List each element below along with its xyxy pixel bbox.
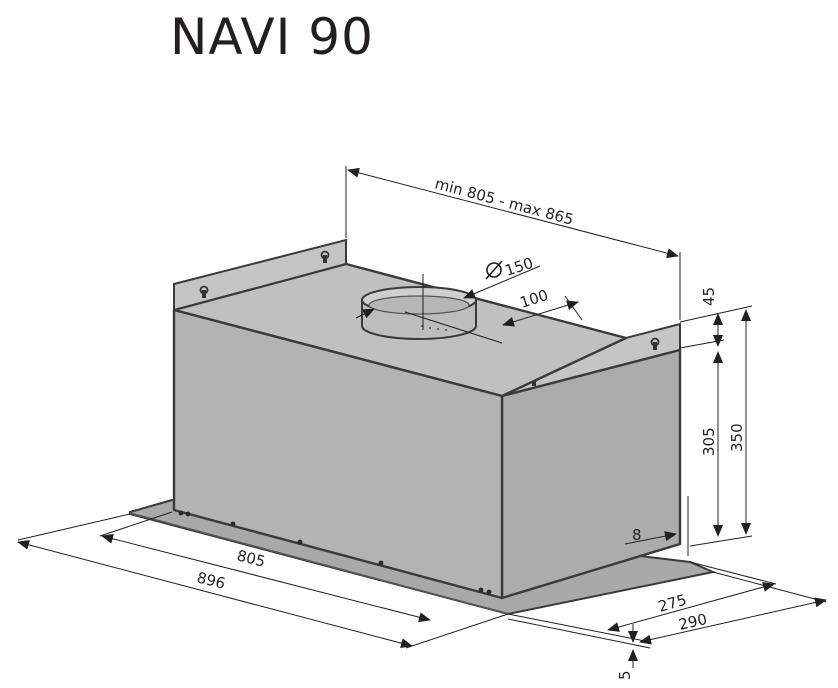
width-extension-right <box>405 613 509 649</box>
duct-offset-line <box>502 300 579 327</box>
front-face <box>172 308 504 600</box>
outer-depth-label: 290 <box>677 610 709 634</box>
width-range-label: min 805 - max 865 <box>433 174 576 228</box>
duct-diameter-line <box>463 265 541 299</box>
duct-offset-label: 100 <box>518 286 551 312</box>
duct-centerline <box>404 311 503 344</box>
outer-width-label: 896 <box>195 568 227 592</box>
diameter-icon <box>485 260 503 280</box>
depth-extension-inner <box>689 561 777 585</box>
width-extension-left-outer <box>17 513 131 541</box>
product-title: NAVI 90 <box>170 8 374 66</box>
inner-depth-label: 275 <box>656 591 688 616</box>
panel-thickness-label: 5 <box>616 670 634 680</box>
inner-width-label: 805 <box>235 546 267 570</box>
body-height-label: 305 <box>700 427 718 456</box>
flange-height-label: 45 <box>700 287 718 306</box>
total-height-label: 350 <box>728 423 746 452</box>
panel-thickness-extension <box>507 613 651 643</box>
outer-depth-line <box>639 597 827 645</box>
outer-width-line <box>17 539 413 649</box>
width-range-line <box>347 167 679 259</box>
small-edge-line <box>624 531 677 545</box>
small-edge-label: 8 <box>632 526 642 544</box>
duct-offset-extension <box>564 295 583 321</box>
keyhole-icon <box>650 337 660 350</box>
keyhole-icon <box>199 285 209 298</box>
depth-extension-outer <box>712 571 827 603</box>
width-extension-left-inner <box>99 511 173 537</box>
duct-diameter-leader <box>355 308 375 319</box>
height-extension-mid <box>679 339 725 349</box>
height-extension-top <box>679 305 753 323</box>
panel-thickness-extension-2 <box>507 618 651 649</box>
height-extension-bottom <box>689 535 753 547</box>
duct-diameter-label: 150 <box>503 254 536 280</box>
duct-outlet <box>361 286 477 340</box>
keyhole-icon <box>320 250 330 263</box>
rear-flange-left <box>173 238 347 312</box>
